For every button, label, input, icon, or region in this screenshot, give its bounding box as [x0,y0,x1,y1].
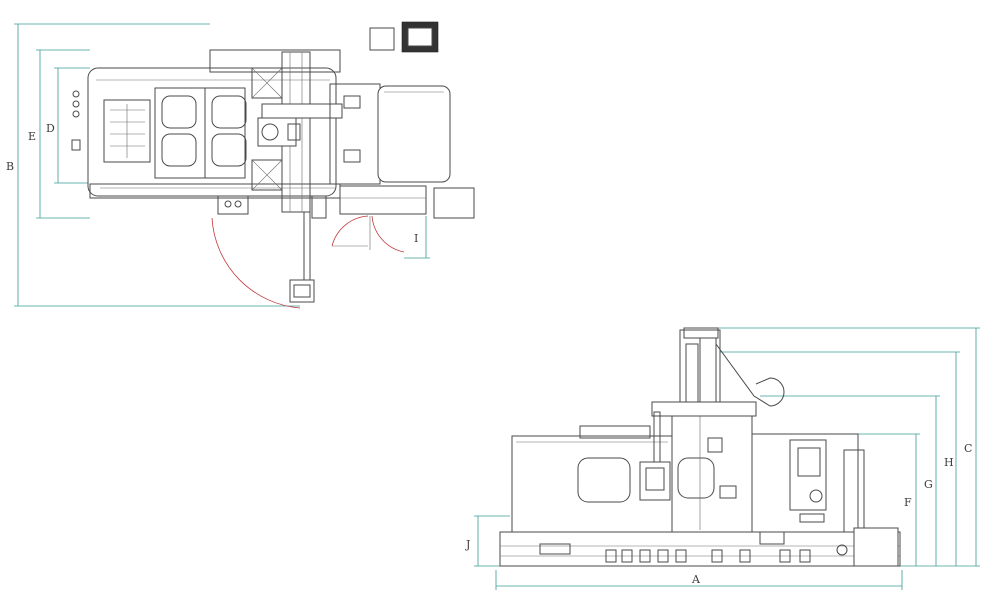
dim-label-b: B [6,160,14,173]
dim-label-i: I [414,232,418,245]
front-dimensions [474,327,980,590]
dim-label-e: E [28,130,36,143]
dim-label-g: G [924,478,933,491]
plan-machine-body [71,21,475,303]
front-machine-body [499,327,901,567]
dim-label-d: D [46,122,55,135]
plan-view: B E D I [6,21,475,309]
dim-label-h: H [944,456,954,469]
plan-dimensions [14,23,430,307]
front-view: A J F G H C [465,327,980,590]
dim-label-c: C [964,442,972,455]
dim-label-a: A [691,573,701,586]
dim-label-j: J [465,538,470,551]
door-swing-arcs [211,215,405,309]
dim-label-f: F [904,496,912,509]
